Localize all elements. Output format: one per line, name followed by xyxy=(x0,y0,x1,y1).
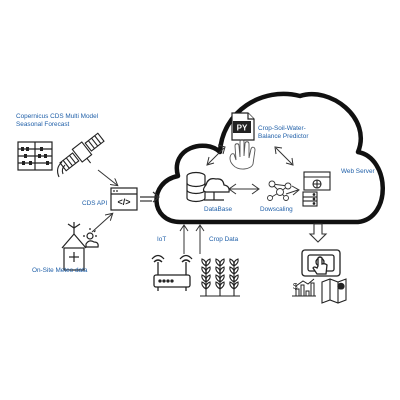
cloud-internal-arrows xyxy=(206,144,300,196)
weather-station-icon xyxy=(61,222,99,271)
on-site-meteo-label: On-Site Meteo data xyxy=(32,267,88,274)
copernicus-label-line1: Copernicus CDS Multi Model xyxy=(16,113,99,120)
touchscreen-icon xyxy=(301,249,341,277)
arrow-crop-to-cloud xyxy=(195,224,205,254)
satellite-icon xyxy=(56,132,105,178)
predictor-label-line2: Balance Predictor xyxy=(258,133,309,140)
iot-label: IoT xyxy=(157,236,167,243)
web-server-icon xyxy=(302,171,331,207)
arrow-api-to-database xyxy=(140,191,160,203)
web-server-label: Web Server xyxy=(341,168,375,175)
arrow-server-to-users xyxy=(308,223,328,243)
database-icon xyxy=(186,171,230,203)
py-badge: PY xyxy=(237,124,248,133)
downscaling-network-icon xyxy=(267,180,292,201)
predictor-label-line1: Crop-Soil-Water- xyxy=(258,125,306,132)
crop-data-label: Crop Data xyxy=(209,236,239,243)
dollar-sign: $ xyxy=(293,282,298,291)
arrow-satellite-to-api xyxy=(97,169,117,185)
downscaling-label: Dowscaling xyxy=(260,206,293,213)
cloud-outline xyxy=(154,91,385,225)
copernicus-label-line2: Seasonal Forecast xyxy=(16,121,70,128)
python-file-icon: PY xyxy=(231,112,255,141)
arrow-iot-to-cloud xyxy=(179,224,189,254)
arrow-station-to-api xyxy=(91,214,112,233)
map-icon xyxy=(321,278,347,304)
api-badge: </> xyxy=(117,197,130,207)
finance-chart-icon: $ xyxy=(292,278,316,297)
crops-icon xyxy=(200,258,240,297)
api-window-icon: </> xyxy=(110,187,138,211)
cds-api-label: CDS API xyxy=(82,200,108,207)
abacus-icon xyxy=(17,141,53,171)
database-label: DataBase xyxy=(204,206,233,213)
hand-icon xyxy=(229,139,256,170)
router-icon xyxy=(151,254,193,291)
